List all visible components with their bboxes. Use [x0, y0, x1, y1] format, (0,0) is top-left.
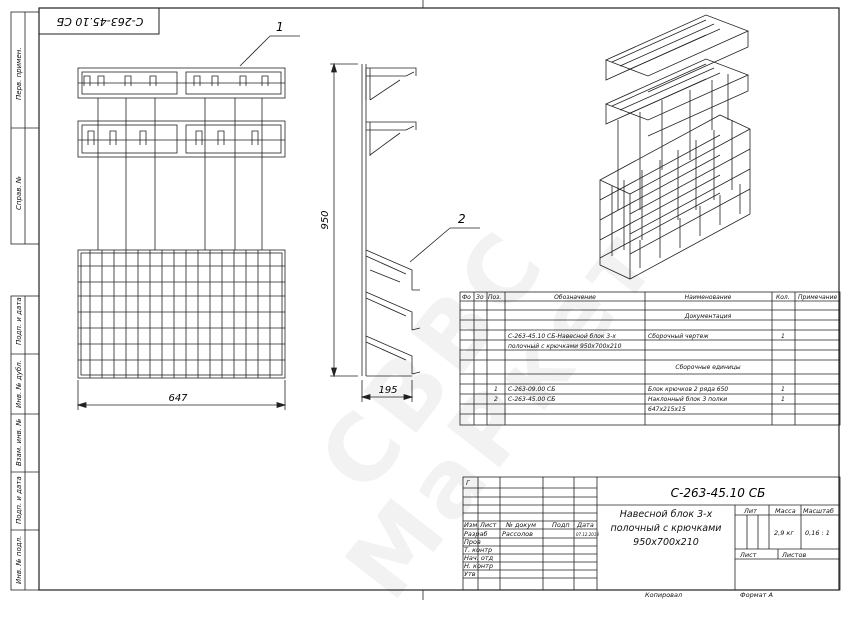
tb-name-line-3: 950х700х210	[633, 537, 699, 548]
spec-row-name: Сборочный чертеж	[648, 333, 709, 340]
tb-lit-label: Лит	[743, 507, 757, 515]
spec-header-note: Примечание	[798, 294, 837, 301]
tb-hdr-podp: Подп	[552, 521, 570, 529]
rotated-code: С-263-45.10 СБ	[57, 15, 144, 28]
stamp-label-7: Инв. № подл.	[15, 536, 23, 584]
dim-height: 950	[320, 210, 331, 229]
spec-row-qty: 1	[781, 333, 785, 340]
tb-hdr-doc: № докум	[505, 521, 536, 529]
tb-role-tkontr: Т. контр	[464, 546, 492, 554]
stamp-label-2: Справ. №	[15, 176, 23, 210]
tb-name-line-1: Навесной блок 3-х	[620, 509, 713, 520]
leader-label-1: 1	[276, 20, 284, 34]
spec-row-designation: полочный с крючками 950х700х210	[508, 343, 622, 350]
tb-sheet-label: Лист	[739, 551, 757, 559]
spec-row-pos: 2	[494, 396, 498, 403]
spec-section-docs: Документация	[684, 313, 732, 320]
tb-role-utv: Утв	[464, 570, 476, 578]
spec-row-name: 647х215х15	[648, 406, 686, 413]
side-view	[330, 62, 480, 402]
stamp-label-5: Взам. инв. №	[15, 418, 23, 466]
spec-header-pos: Поз.	[488, 294, 501, 301]
spec-row-name: Наклонный блок 3 полки	[648, 396, 727, 403]
stamp-label-6: Подп. и дата	[15, 476, 23, 524]
spec-header-name: Наименование	[685, 294, 732, 301]
spec-row-pos: 1	[494, 386, 498, 393]
tb-date: 07.12.2018	[576, 532, 599, 537]
drawing-sheet: Перв. примен. Справ. № Подп. и дата Инв.…	[10, 0, 841, 600]
tb-sheets-label: Листов	[781, 551, 806, 559]
tb-developer: Рассолов	[502, 530, 533, 538]
leader-label-2: 2	[458, 212, 466, 226]
title-block	[462, 476, 841, 591]
tb-scale-label: Масштаб	[803, 507, 834, 515]
tb-format: Формат А	[740, 591, 773, 599]
spec-row-designation: С-263-09.00 СБ	[508, 386, 555, 393]
spec-row-designation: С-263-45.00 СБ	[508, 396, 555, 403]
stamp-label-4: Инв. № дубл.	[15, 360, 23, 408]
tb-hdr-data: Дата	[576, 521, 594, 529]
spec-header-designation: Обозначение	[554, 294, 596, 301]
tb-role-nkontr: Н. контр	[464, 562, 493, 570]
front-view	[76, 35, 300, 410]
tb-role-prov: Пров	[464, 538, 481, 546]
spec-header-qty: Кол.	[776, 294, 790, 301]
spec-header-zo: Зо	[476, 294, 484, 301]
stamp-label-1: Перв. примен.	[15, 47, 23, 100]
side-stamp	[10, 11, 40, 591]
spec-row-designation: С-263-45.10 СБ-Навесной блок 3-х	[508, 333, 616, 340]
tb-mass-label: Масса	[775, 507, 796, 515]
spec-header-fo: Фо	[462, 294, 471, 301]
spec-row-qty: 1	[781, 386, 785, 393]
spec-row-qty: 1	[781, 396, 785, 403]
spec-row-name: Блок крючков 2 ряда 650	[648, 386, 728, 393]
tb-code: С-263-45.10 СБ	[671, 486, 766, 500]
spec-section-assemblies: Сборочные единицы	[675, 364, 740, 371]
tb-hdr-list: Лист	[479, 521, 497, 529]
tb-role-nachotd: Нач. отд	[464, 554, 494, 562]
tb-change-label: Г	[466, 479, 471, 487]
dim-depth: 195	[378, 385, 397, 396]
tb-mass: 2,9 кг	[774, 529, 794, 537]
stamp-label-3: Подп. и дата	[15, 297, 23, 345]
spec-table	[459, 291, 841, 426]
tb-name-line-2: полочный с крючками	[611, 523, 722, 534]
dim-width: 647	[168, 393, 188, 404]
tb-scale: 0,16 : 1	[805, 529, 830, 537]
tb-role-razrab: Разраб	[464, 530, 487, 538]
tb-hdr-izm: Изм	[464, 521, 477, 529]
tb-copied: Копировал	[645, 591, 682, 599]
isometric-view	[599, 14, 751, 280]
